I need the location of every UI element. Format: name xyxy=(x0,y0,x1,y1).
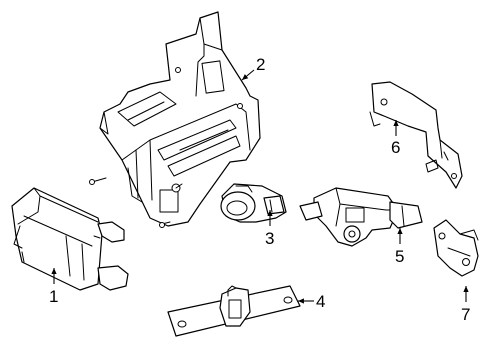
callout-4: 4 xyxy=(316,292,325,311)
callout-7: 7 xyxy=(461,305,470,324)
part-3-sensor xyxy=(220,183,287,223)
callout-2: 2 xyxy=(256,55,265,74)
callout-5: 5 xyxy=(395,247,404,266)
callout-1: 1 xyxy=(49,287,58,306)
part-5-connector xyxy=(299,187,423,247)
part-6-bracket xyxy=(369,81,463,189)
part-4-plate xyxy=(167,285,301,337)
callout-6: 6 xyxy=(391,138,400,157)
part-1-control-module xyxy=(11,187,129,291)
leader-2 xyxy=(241,69,255,81)
part-2-bracket xyxy=(89,11,261,228)
callout-3: 3 xyxy=(265,229,274,248)
part-7-clip xyxy=(433,219,479,277)
